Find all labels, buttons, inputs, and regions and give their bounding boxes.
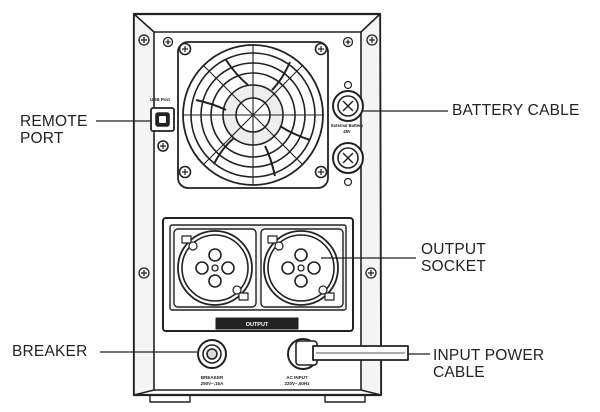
callout-remote-port-line2: PORT xyxy=(20,130,64,147)
callout-input-power-cable: INPUT POWER CABLE xyxy=(433,347,544,381)
callout-output-socket: OUTPUT SOCKET xyxy=(421,241,486,275)
callout-breaker-text: BREAKER xyxy=(12,343,88,360)
external-battery-label: External Battery xyxy=(331,123,364,128)
ac-input-rating: 220V~,50Hz xyxy=(285,381,311,386)
ac-input-label: AC INPUT xyxy=(286,375,308,380)
callout-battery-cable: BATTERY CABLE xyxy=(452,102,580,119)
callout-input-power-cable-line1: INPUT POWER xyxy=(433,347,545,364)
callout-output-socket-line2: SOCKET xyxy=(421,258,486,275)
side-screws xyxy=(138,34,378,279)
battery-connectors xyxy=(332,80,364,187)
callout-battery-cable-text: BATTERY CABLE xyxy=(452,102,580,119)
ac-input-inlet xyxy=(287,338,409,370)
cooling-fan xyxy=(177,41,329,189)
callout-output-socket-line1: OUTPUT xyxy=(421,241,486,258)
top-screws xyxy=(162,36,354,48)
output-socket-left xyxy=(173,228,257,308)
external-battery-voltage: 48V xyxy=(343,129,351,134)
callout-breaker: BREAKER xyxy=(12,343,87,360)
leader-lines xyxy=(96,110,448,355)
output-label: OUTPUT xyxy=(246,322,269,328)
usb-port xyxy=(150,107,175,152)
callout-input-power-cable-line2: CABLE xyxy=(433,364,485,381)
usb-port-label: USB Port xyxy=(150,97,170,102)
output-socket-right xyxy=(260,228,344,308)
callout-remote-port: REMOTE PORT xyxy=(20,113,88,147)
breaker-switch xyxy=(197,339,227,369)
callout-remote-port-line1: REMOTE xyxy=(20,113,88,130)
breaker-label: BREAKER xyxy=(201,375,224,380)
breaker-rating: 250V~,15A xyxy=(201,381,224,386)
